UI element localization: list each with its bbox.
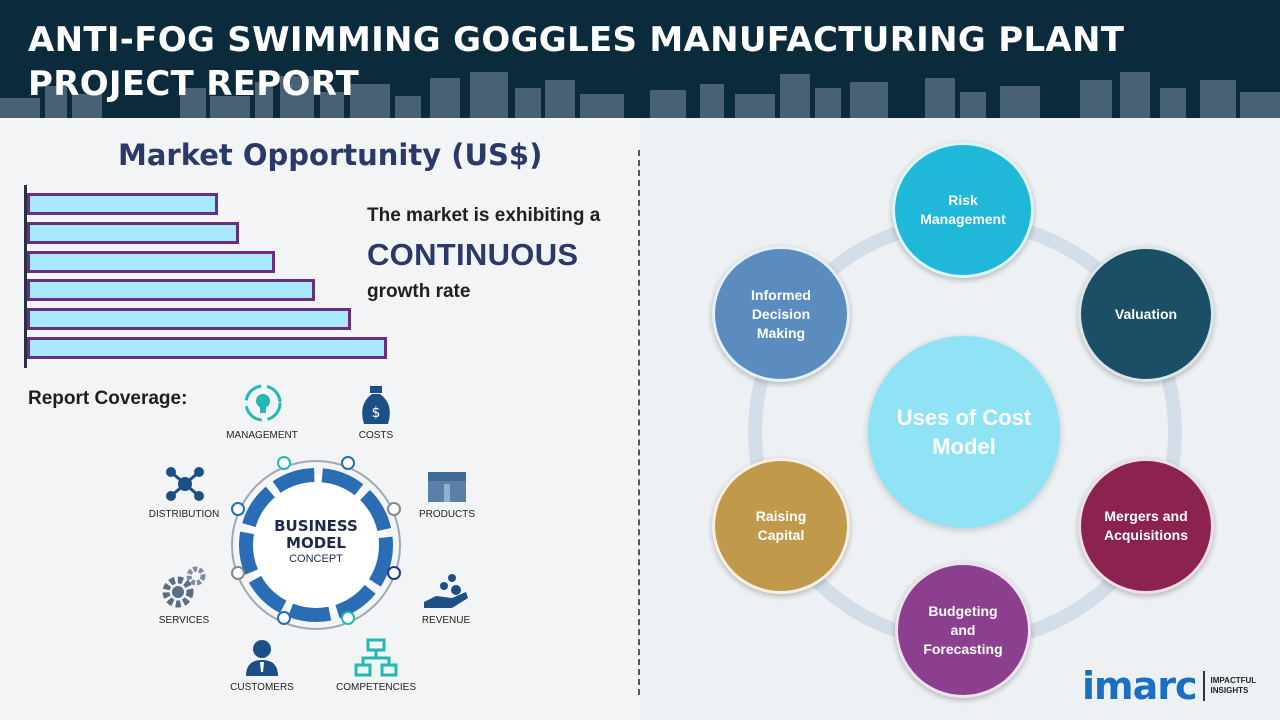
services-label: SERVICES (158, 615, 210, 626)
page-title: ANTI-FOG SWIMMING GOGGLES MANUFACTURING … (28, 20, 1125, 104)
raising-capital-label: Raising Capital (755, 508, 807, 543)
mergers-acquisitions-label: Mergers and Acquisitions (1103, 508, 1188, 543)
services-gears-icon (162, 566, 206, 608)
distribution-icon (166, 467, 204, 501)
informed-decision-label: Informed Decision Making (751, 286, 811, 341)
panel-divider (638, 150, 640, 695)
business-model-ring (231, 456, 401, 630)
header-banner: ANTI-FOG SWIMMING GOGGLES MANUFACTURING … (0, 0, 1280, 118)
budgeting-forecasting-label: Budgeting and Forecasting (923, 602, 1003, 657)
cost-model-center: Uses of Cost Model (868, 336, 1060, 528)
costs-icon: $ (362, 386, 390, 424)
logo-tag-line-1: IMPACTFUL (1210, 676, 1257, 685)
budgeting-forecasting-node: Budgeting and Forecasting (895, 562, 1031, 698)
logo-tag-line-2: INSIGHTS (1210, 686, 1249, 695)
bm-line-1: BUSINESS (274, 517, 358, 535)
report-coverage-title: Report Coverage: (28, 388, 188, 409)
competencies-icon (354, 638, 398, 677)
customers-label: CUSTOMERS (230, 682, 294, 693)
informed-decision-node: Informed Decision Making (712, 246, 850, 382)
logo-tagline: IMPACTFUL INSIGHTS (1211, 676, 1257, 696)
revenue-label: REVENUE (421, 615, 471, 626)
bar-chart-axis (24, 185, 27, 368)
market-bar (27, 250, 275, 273)
logo-brand: imarc (1082, 664, 1198, 708)
competencies-label: COMPETENCIES (335, 682, 416, 693)
products-label: PRODUCTS (418, 509, 476, 520)
risk-management-label: Risk Management (920, 192, 1006, 227)
growth-line-3: growth rate (367, 281, 471, 302)
costs-label: COSTS (358, 430, 394, 441)
logo-separator (1202, 671, 1205, 701)
mergers-acquisitions-node: Mergers and Acquisitions (1078, 458, 1214, 594)
city-skyline-graphic (0, 72, 1280, 118)
revenue-icon (424, 574, 468, 608)
growth-statement: The market is exhibiting a CONTINUOUS gr… (367, 205, 600, 303)
risk-management-node: Risk Management (892, 142, 1034, 278)
products-icon (428, 472, 466, 502)
market-bar (27, 279, 315, 302)
svg-text:$: $ (372, 405, 381, 421)
market-opportunity-title: Market Opportunity (US$) (118, 138, 543, 172)
growth-line-2: CONTINUOUS (367, 237, 579, 272)
raising-capital-node: Raising Capital (712, 458, 850, 594)
growth-line-1: The market is exhibiting a (367, 205, 601, 226)
market-bar (27, 193, 218, 215)
market-bar (27, 308, 351, 331)
business-model-center: BUSINESS MODEL CONCEPT (254, 517, 378, 566)
market-bar (27, 337, 387, 359)
management-icon (244, 384, 282, 422)
valuation-label: Valuation (1114, 305, 1178, 322)
valuation-node: Valuation (1078, 246, 1214, 382)
distribution-label: DISTRIBUTION (148, 509, 220, 520)
bm-line-3: CONCEPT (289, 553, 343, 565)
management-label: MANAGEMENT (226, 430, 298, 441)
bm-line-2: MODEL (286, 534, 346, 552)
market-bar (27, 221, 239, 244)
imarc-logo: imarc IMPACTFUL INSIGHTS (1082, 664, 1256, 708)
customers-icon (246, 640, 278, 676)
